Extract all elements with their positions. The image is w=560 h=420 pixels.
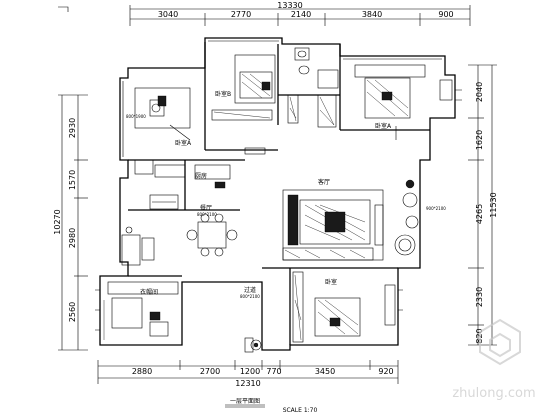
top-dim-3: 2140 — [291, 10, 311, 19]
top-dim-5: 900 — [438, 10, 453, 19]
door-tag-1: 800*1900 — [126, 114, 146, 119]
left-dim-3: 2980 — [68, 228, 77, 248]
left-dim-2: 1570 — [68, 170, 77, 190]
top-dim-2: 2770 — [231, 10, 251, 19]
exterior-walls — [99, 37, 456, 351]
door-tag-3: 900*2100 — [426, 206, 446, 211]
left-counter — [121, 226, 155, 266]
room-bathroom-top — [287, 47, 339, 128]
room-top-center: 卧室B — [211, 54, 276, 155]
room-label-master: 卧室A — [375, 122, 392, 130]
room-label-bedroom-a: 卧室A — [175, 139, 192, 147]
bottom-dim-3: 1200 — [240, 367, 260, 376]
wall-ticks — [95, 89, 462, 331]
bottom-dim-6: 920 — [378, 367, 393, 376]
room-label-dining: 餐厅 — [200, 204, 212, 212]
left-overall-dim: 10270 — [53, 209, 62, 234]
bottom-dim-1: 2880 — [132, 367, 152, 376]
room-label-corridor: 过道 — [244, 286, 256, 294]
room-living: 客厅 900*2100 — [282, 178, 446, 261]
bottom-dim-2: 2700 — [200, 367, 220, 376]
corner-mark — [58, 6, 69, 12]
dining-set: 餐厅 800*2100 — [186, 204, 238, 257]
right-overall-dim: 11530 — [489, 192, 498, 217]
right-dim-1: 2040 — [475, 82, 484, 102]
drawing-title: 一层平面图 — [230, 398, 260, 405]
room-corridor: 过道 800*2100 — [240, 286, 262, 353]
left-dimension-chain: 2930 1570 2980 2560 10270 — [53, 94, 88, 351]
room-label-closet: 衣帽间 — [140, 288, 158, 296]
room-label-bedroom-bottom: 卧室 — [325, 278, 337, 286]
bottom-dim-5: 3450 — [315, 367, 335, 376]
drawing-title-block: 一层平面图 SCALE 1:70 — [225, 398, 317, 414]
bottom-dimension-chain: 2880 2700 1200 770 3450 920 12310 — [97, 360, 399, 388]
room-kitchen: 厨房 — [134, 159, 231, 210]
room-top-left: 卧室A 800*1900 — [126, 87, 192, 147]
scale-label: SCALE 1:70 — [283, 407, 318, 414]
room-bottom-left: 衣帽间 — [103, 281, 179, 340]
watermark-text: zhulong.com — [452, 386, 535, 401]
room-label-living: 客厅 — [318, 178, 330, 186]
right-dimension-chain: 2040 1620 4265 2330 820 11530 — [468, 64, 498, 346]
room-bottom-right: 卧室 — [292, 271, 396, 343]
room-label-bedroom-b: 卧室B — [215, 90, 231, 98]
top-overall-dim: 13330 — [277, 1, 302, 10]
right-dim-3: 4265 — [475, 204, 484, 224]
interior-walls — [128, 42, 430, 345]
room-label-kitchen: 厨房 — [195, 172, 207, 180]
top-dimension-chain: 13330 3040 2770 2140 3840 900 — [129, 1, 471, 26]
top-dim-1: 3040 — [158, 10, 178, 19]
watermark: zhulong.com — [452, 318, 536, 401]
left-dim-1: 2930 — [68, 118, 77, 138]
door-tag-4: 800*2100 — [240, 294, 260, 299]
top-dim-4: 3840 — [362, 10, 382, 19]
door-tag-2: 800*2100 — [197, 212, 217, 217]
left-dim-4: 2560 — [68, 302, 77, 322]
bottom-dim-4: 770 — [266, 367, 281, 376]
right-dim-4: 2330 — [475, 287, 484, 307]
right-dim-2: 1620 — [475, 130, 484, 150]
room-top-right: 卧室A — [354, 64, 453, 140]
bottom-overall-dim: 12310 — [235, 379, 260, 388]
